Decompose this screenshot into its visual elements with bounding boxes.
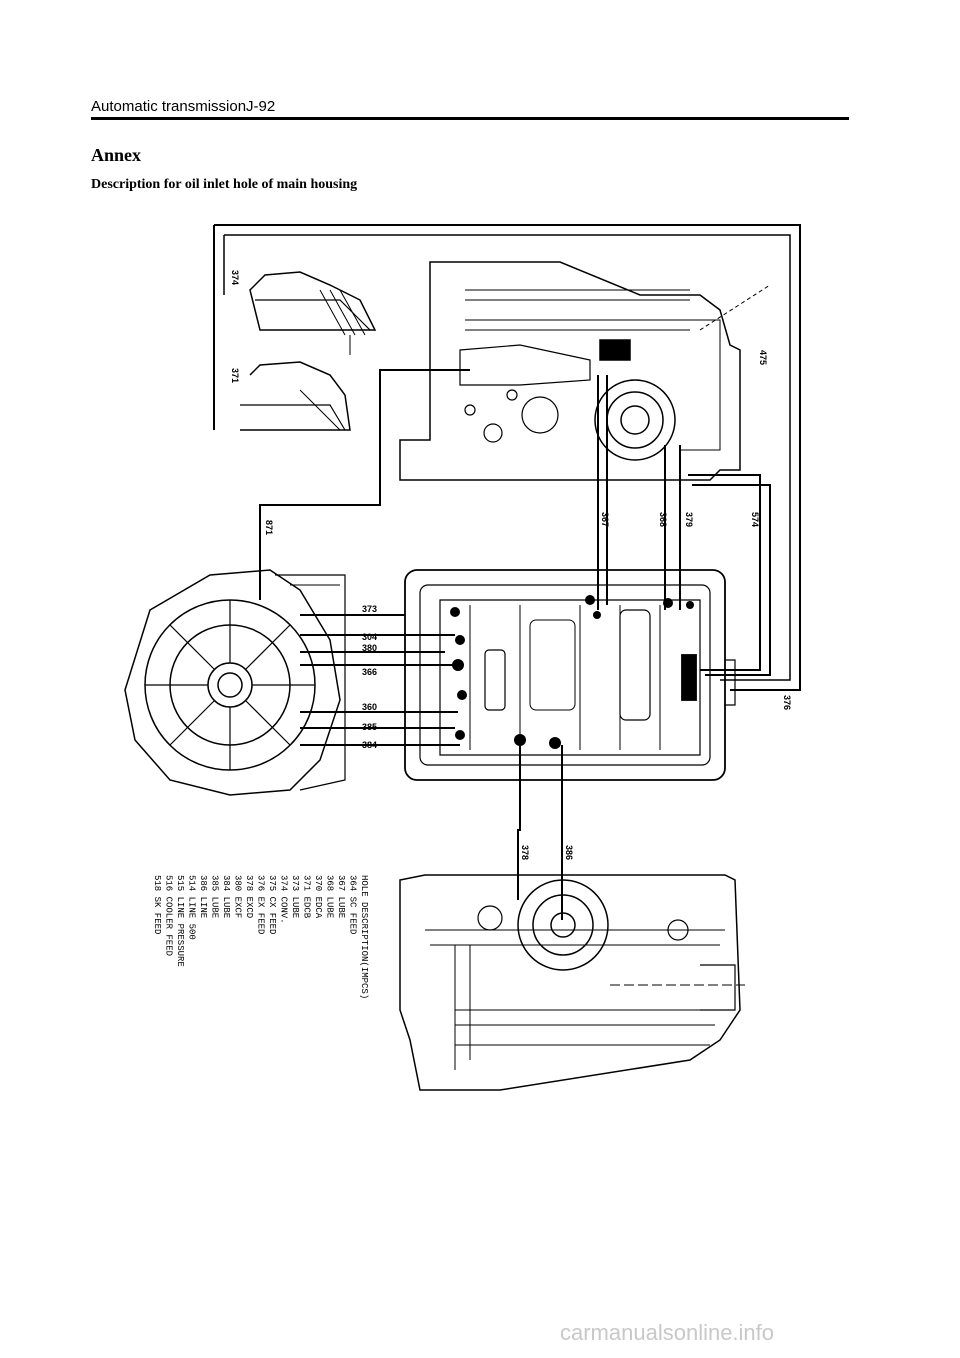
label-380: 380 [362,643,377,653]
label-374: 374 [230,270,240,285]
oil-passage-line [223,234,791,681]
legend-row: 370 EDCA [313,875,323,919]
oil-passage-line [688,474,761,671]
legend-row: 373 LUBE [290,875,300,918]
oil-passage-line [213,224,801,691]
legend-row: 376 EX FEED [256,875,266,934]
label-574: 574 [750,512,760,527]
watermark-text: carmanualsonline.info [560,1320,775,1345]
label-384: 384 [362,740,377,750]
section-view-371 [240,361,351,431]
legend-row: 515 LINE PRESSURE [175,875,185,967]
legend-row: 368 LUBE [325,875,335,918]
legend-row: 378 EXCD [244,875,254,918]
main-housing-bottom-view [399,874,745,1091]
legend-row: HOLE DESCRIPTION(IMPCS) [359,875,369,999]
valve-body-plan-view [404,569,736,781]
page-header: Automatic transmissionJ-92 [91,98,276,115]
label-371: 371 [230,368,240,383]
section-view-374 [249,271,377,355]
converter-housing-front-view [124,569,346,796]
legend-row: 516 COOLER FEED [164,875,174,956]
label-871: 871 [264,520,274,535]
label-385: 385 [362,722,377,732]
section-subtitle: Description for oil inlet hole of main h… [91,177,358,192]
legend-row: 364 SC FEED [348,875,358,934]
label-304: 304 [362,632,377,642]
label-475: 475 [758,350,768,365]
legend-row: 371 EDCB [302,875,312,919]
label-386: 386 [564,845,574,860]
legend-row: 518 SK FEED [152,875,162,934]
header-rule [91,117,849,120]
label-366: 366 [362,667,377,677]
legend-row: 380 EXCF [233,875,243,918]
label-368: 368 [658,512,668,527]
label-367: 367 [600,512,610,527]
oil-passage-line [517,745,521,900]
legend-row: 367 LUBE [336,875,346,918]
legend-row: 384 LUBE [221,875,231,918]
legend-row: 514 LINE 500 [187,875,197,940]
label-376: 376 [782,695,792,710]
oil-passage-line [692,484,771,676]
section-title: Annex [91,145,142,165]
legend-row: 385 LUBE [210,875,220,918]
label-373: 373 [362,604,377,614]
label-360: 360 [362,702,377,712]
oil-passage-line [259,369,470,600]
legend-row: 386 LINE [198,875,208,918]
legend-row: 374 CONV. [279,875,289,924]
label-379: 379 [684,512,694,527]
legend-row: 375 CX FEED [267,875,277,934]
label-378: 378 [520,845,530,860]
